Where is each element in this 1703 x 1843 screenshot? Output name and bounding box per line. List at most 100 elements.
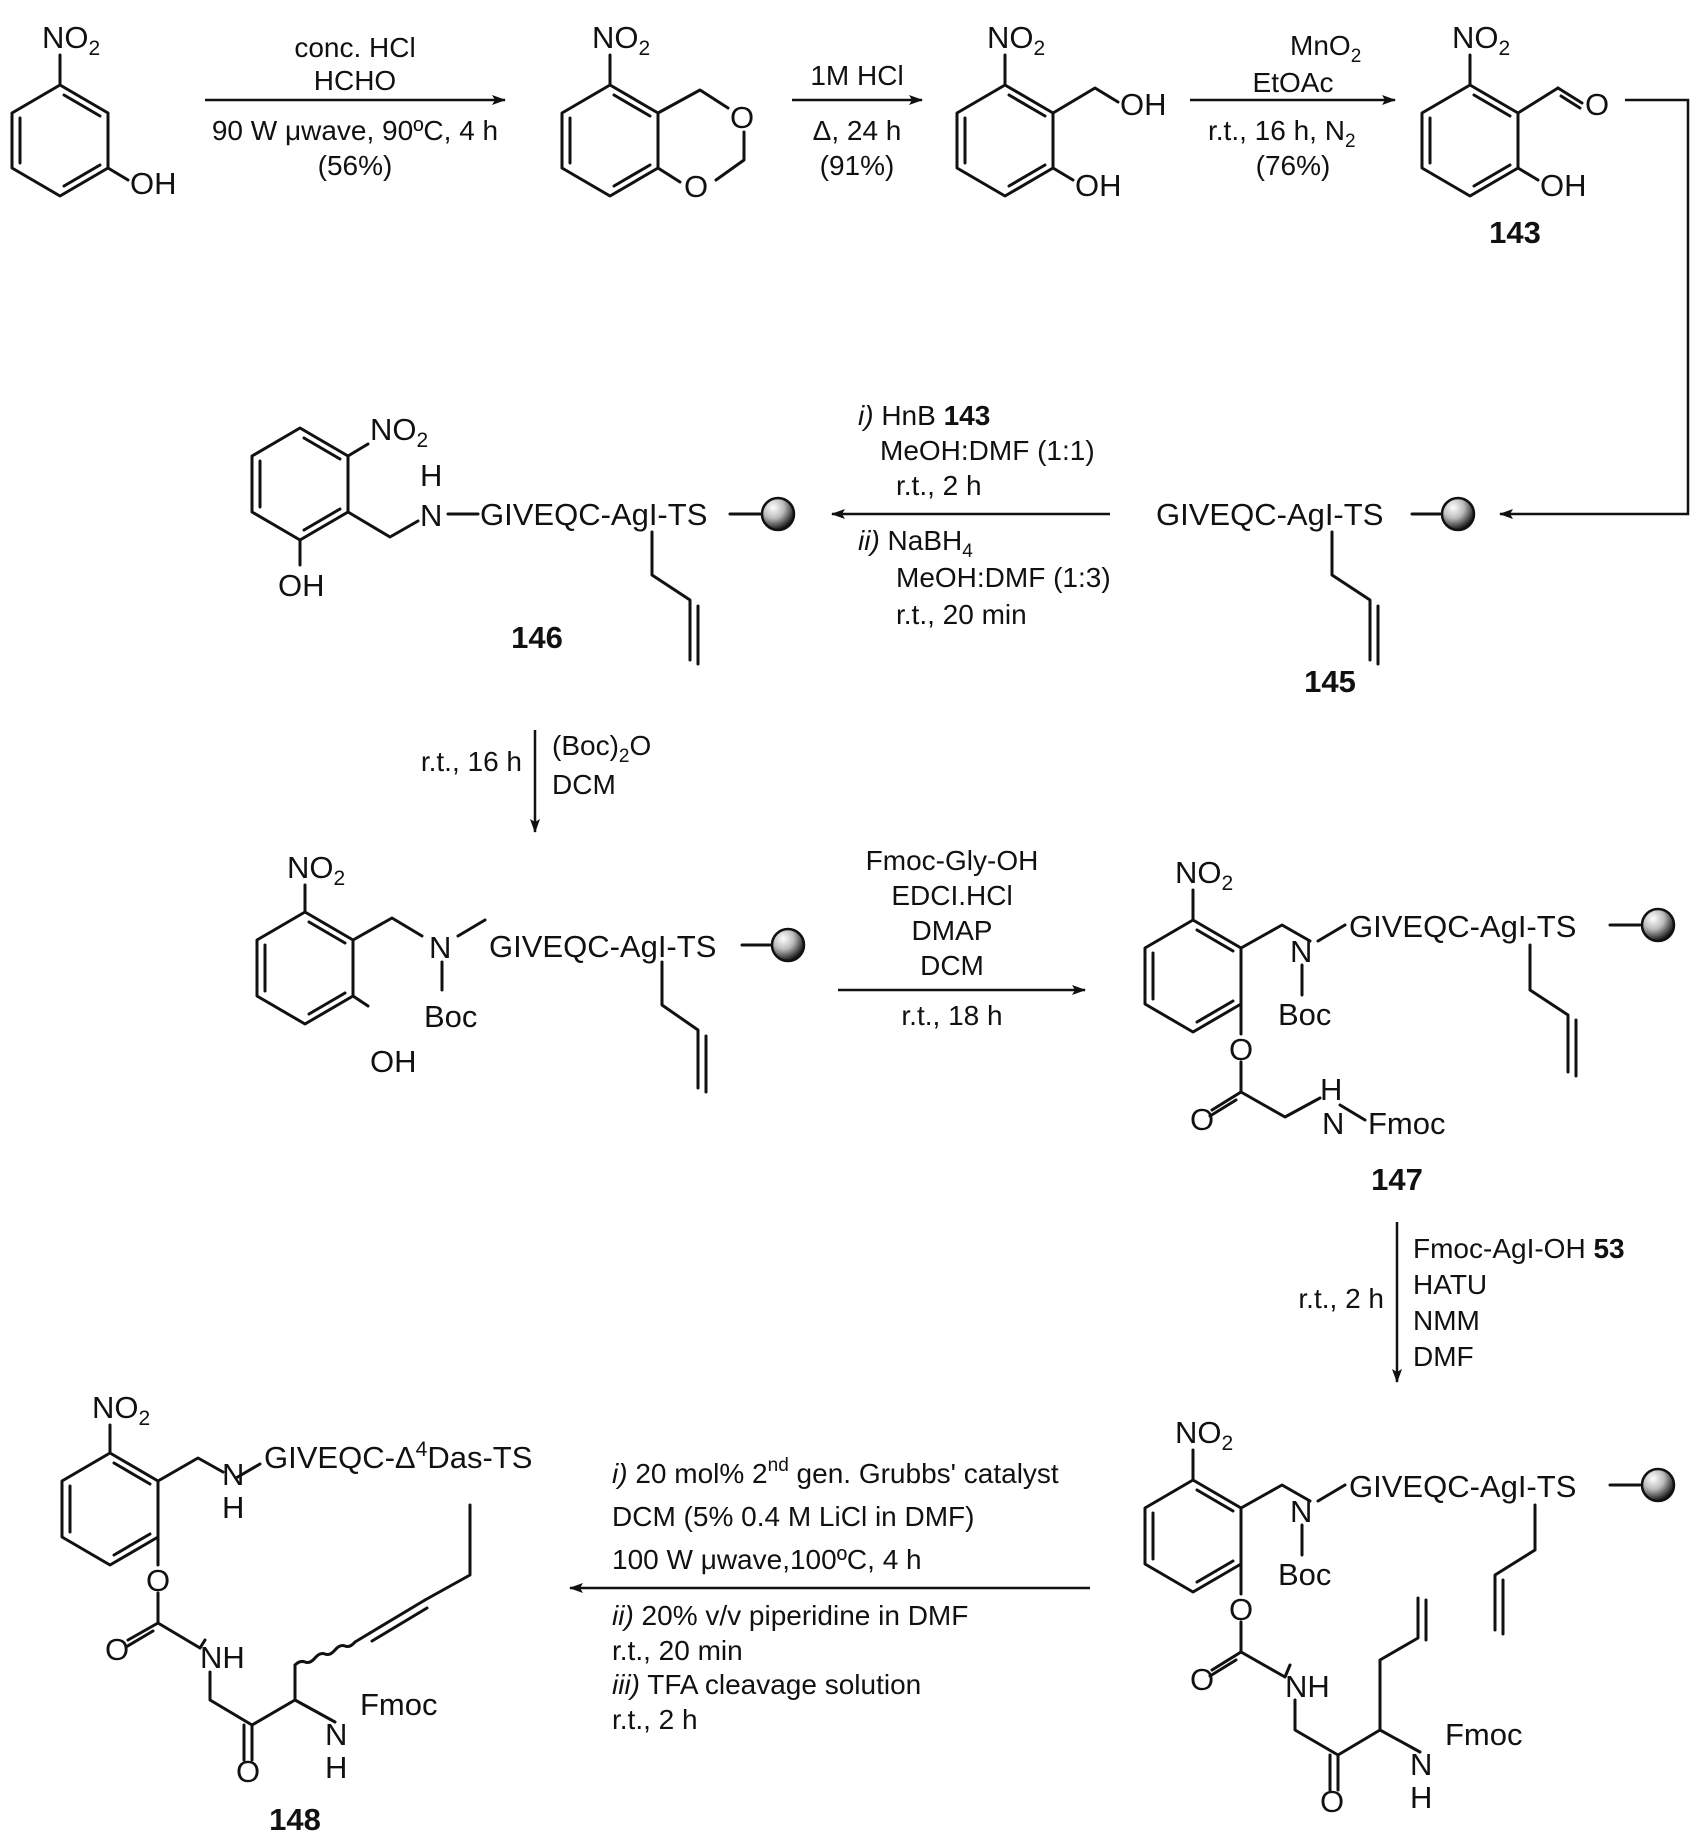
svg-text:90 W μwave, 90ºC, 4 h: 90 W μwave, 90ºC, 4 h [212, 115, 498, 146]
svg-text:r.t., 16 h, N2: r.t., 16 h, N2 [1208, 115, 1356, 152]
nitro-label: NO2 [42, 20, 100, 60]
compound-147-glycine-ester: NO2 N GIVEQC-AgI-TS Boc O O H N Fmoc 147 [1145, 855, 1674, 1197]
svg-text:EDCI.HCl: EDCI.HCl [891, 880, 1012, 911]
svg-text:(Boc)2O: (Boc)2O [552, 730, 651, 767]
svg-text:O: O [146, 1563, 170, 1598]
svg-text:Boc: Boc [1278, 997, 1331, 1032]
svg-text:GIVEQC-AgI-TS: GIVEQC-AgI-TS [1349, 909, 1576, 944]
svg-text:r.t., 20 min: r.t., 20 min [896, 599, 1027, 630]
svg-text:H: H [1410, 1780, 1432, 1815]
svg-text:r.t., 20 min: r.t., 20 min [612, 1635, 743, 1666]
hydroxyl-label: OH [130, 166, 177, 201]
svg-text:i) HnB 143: i) HnB 143 [858, 400, 990, 431]
svg-text:GIVEQC-AgI-TS: GIVEQC-AgI-TS [480, 497, 707, 532]
svg-text:GIVEQC-AgI-TS: GIVEQC-AgI-TS [1349, 1469, 1576, 1504]
svg-text:DCM: DCM [552, 769, 616, 800]
step-arrow-2: 1M HCl Δ, 24 h (91%) [792, 60, 922, 181]
step-arrow-8: i) 20 mol% 2nd gen. Grubbs' catalyst DCM… [570, 1455, 1090, 1735]
step-arrow-6: Fmoc-Gly-OH EDCI.HCl DMAP DCM r.t., 18 h [838, 845, 1085, 1031]
svg-text:OH: OH [370, 1044, 417, 1079]
svg-text:NH: NH [200, 1640, 245, 1675]
svg-text:O: O [1190, 1102, 1214, 1137]
svg-text:ii) NaBH4: ii) NaBH4 [858, 525, 973, 562]
compound-diene-precursor: NO2 N GIVEQC-AgI-TS Boc O O NH O N H Fmo… [1145, 1415, 1674, 1819]
compound-number-143: 143 [1489, 215, 1541, 250]
compound-number-146: 146 [511, 620, 563, 655]
svg-text:r.t., 2 h: r.t., 2 h [1298, 1283, 1384, 1314]
svg-text:N: N [429, 930, 451, 965]
svg-text:N: N [222, 1457, 244, 1492]
svg-text:DCM: DCM [920, 950, 984, 981]
compound-143-aldehyde: NO2 O OH 143 [1422, 20, 1609, 250]
svg-text:GIVEQC-AgI-TS: GIVEQC-AgI-TS [1156, 497, 1383, 532]
compound-146-reductive-amination-product: NO2 H N GIVEQC-AgI-TS OH 146 [252, 412, 794, 664]
step-arrow-5: r.t., 16 h (Boc)2O DCM [421, 730, 651, 832]
svg-text:OH: OH [278, 568, 325, 603]
svg-text:DMAP: DMAP [912, 915, 993, 946]
svg-text:DMF: DMF [1413, 1341, 1474, 1372]
compound-3-nitrophenol: NO2 OH [12, 20, 177, 201]
svg-text:NO2: NO2 [592, 20, 650, 60]
svg-text:HATU: HATU [1413, 1269, 1487, 1300]
svg-text:conc. HCl: conc. HCl [294, 32, 415, 63]
svg-text:O: O [730, 100, 754, 135]
compound-nitrobenzodioxane: NO2 O O [562, 20, 754, 204]
svg-text:(91%): (91%) [820, 150, 895, 181]
svg-text:O: O [1229, 1592, 1253, 1627]
svg-text:O: O [1229, 1032, 1253, 1067]
svg-text:O: O [684, 169, 708, 204]
svg-text:Fmoc-Gly-OH: Fmoc-Gly-OH [866, 845, 1039, 876]
svg-text:NMM: NMM [1413, 1305, 1480, 1336]
svg-text:O: O [1320, 1784, 1344, 1819]
compound-boc-protected-intermediate: NO2 N GIVEQC-AgI-TS Boc OH [257, 850, 804, 1092]
svg-text:i) 20 mol% 2nd gen. Grubbs' ca: i) 20 mol% 2nd gen. Grubbs' catalyst [612, 1455, 1059, 1489]
svg-text:NH: NH [1285, 1669, 1330, 1704]
svg-text:MnO2: MnO2 [1290, 30, 1361, 67]
svg-text:HCHO: HCHO [314, 65, 396, 96]
compound-number-145: 145 [1304, 664, 1356, 699]
svg-text:H: H [1320, 1072, 1342, 1107]
svg-text:NO2: NO2 [1175, 1415, 1233, 1455]
svg-text:Fmoc-AgI-OH 53: Fmoc-AgI-OH 53 [1413, 1233, 1625, 1264]
svg-text:DCM (5% 0.4 M LiCl in DMF): DCM (5% 0.4 M LiCl in DMF) [612, 1501, 974, 1532]
svg-text:r.t., 2 h: r.t., 2 h [896, 470, 982, 501]
svg-text:O: O [1190, 1662, 1214, 1697]
svg-text:OH: OH [1540, 168, 1587, 203]
svg-text:Fmoc: Fmoc [360, 1687, 438, 1722]
svg-text:ii) 20% v/v piperidine in DMF: ii) 20% v/v piperidine in DMF [612, 1600, 968, 1631]
svg-text:N: N [1322, 1106, 1344, 1141]
svg-text:Fmoc: Fmoc [1445, 1717, 1523, 1752]
compound-hydroxymethyl-nitrophenol: NO2 OH OH [957, 20, 1167, 203]
svg-text:O: O [1585, 87, 1609, 122]
svg-text:NO2: NO2 [92, 1390, 150, 1430]
svg-text:Fmoc: Fmoc [1368, 1106, 1446, 1141]
svg-text:NO2: NO2 [287, 850, 345, 890]
svg-text:MeOH:DMF (1:1): MeOH:DMF (1:1) [880, 435, 1095, 466]
svg-text:EtOAc: EtOAc [1253, 67, 1334, 98]
svg-text:N: N [1410, 1747, 1432, 1782]
compound-number-148: 148 [269, 1802, 321, 1837]
step-arrow-4: i) HnB 143 MeOH:DMF (1:1) r.t., 2 h ii) … [832, 400, 1111, 630]
svg-text:(76%): (76%) [1256, 150, 1331, 181]
svg-text:N: N [325, 1717, 347, 1752]
svg-text:NO2: NO2 [1175, 855, 1233, 895]
svg-text:iii) TFA cleavage solution: iii) TFA cleavage solution [612, 1669, 921, 1700]
svg-text:r.t., 18 h: r.t., 18 h [901, 1000, 1002, 1031]
connector-arrow-143-to-145 [1500, 100, 1688, 514]
svg-text:O: O [236, 1754, 260, 1789]
compound-number-147: 147 [1371, 1162, 1423, 1197]
svg-text:H: H [222, 1490, 244, 1525]
compound-145-resin-peptide: GIVEQC-AgI-TS 145 [1156, 497, 1474, 699]
svg-text:MeOH:DMF (1:3): MeOH:DMF (1:3) [896, 562, 1111, 593]
svg-text:Boc: Boc [424, 999, 477, 1034]
svg-text:N: N [420, 498, 442, 533]
step-arrow-1: conc. HCl HCHO 90 W μwave, 90ºC, 4 h (56… [205, 32, 505, 181]
svg-text:NO2: NO2 [1452, 20, 1510, 60]
svg-text:NO2: NO2 [370, 412, 428, 452]
svg-text:O: O [105, 1632, 129, 1667]
svg-text:r.t., 2 h: r.t., 2 h [612, 1704, 698, 1735]
step-arrow-3: MnO2 EtOAc r.t., 16 h, N2 (76%) [1190, 30, 1395, 181]
svg-text:GIVEQC-AgI-TS: GIVEQC-AgI-TS [489, 929, 716, 964]
svg-text:Boc: Boc [1278, 1557, 1331, 1592]
